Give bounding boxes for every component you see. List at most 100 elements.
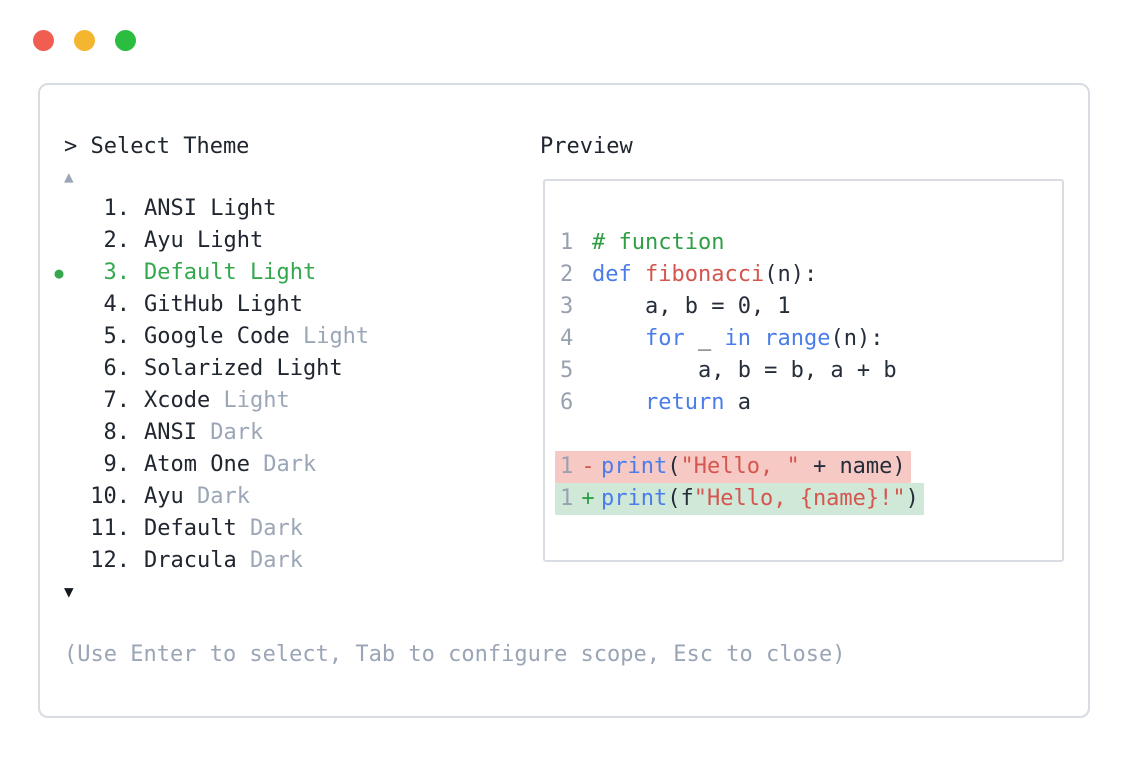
theme-item-name: ANSI Dark — [144, 420, 264, 445]
select-theme-prompt: > Select Theme — [64, 134, 250, 159]
code-line: 2 def fibonacci(n): — [560, 259, 1049, 291]
theme-item-number: 7. — [103, 388, 131, 413]
theme-item-number: 6. — [103, 356, 131, 381]
line-number: 5 — [560, 358, 574, 383]
token-pl: (f — [667, 486, 694, 511]
code-line-diff-plus: 1 +print(f"Hello, {name}!") — [555, 483, 1049, 515]
token-kw: range — [764, 326, 831, 351]
code-line-diff-minus: 1-print("Hello, " + name) — [555, 451, 1049, 483]
theme-list-item[interactable]: 12.Dracula Dark — [64, 545, 534, 577]
theme-item-name: Atom One Dark — [144, 452, 317, 477]
theme-list-item[interactable]: 5. Google Code Light — [64, 321, 534, 353]
theme-list-item[interactable]: 9. Atom One Dark — [64, 449, 534, 481]
token-kw: print — [601, 486, 668, 511]
token-pl: + name) — [799, 454, 906, 479]
code-tokens: # function — [592, 227, 724, 259]
code-tokens: def fibonacci(n): — [592, 259, 817, 291]
code-tokens: return a — [592, 387, 751, 419]
theme-item-number: 1. — [103, 196, 131, 221]
theme-item-name: GitHub Light — [144, 292, 303, 317]
theme-item-name: Default Light — [144, 260, 317, 285]
scroll-up-indicator[interactable]: ▲ — [64, 167, 74, 186]
theme-item-name-muted-suffix: Dark — [236, 516, 303, 541]
code-line — [560, 419, 1049, 451]
theme-item-number: 2. — [103, 228, 131, 253]
token-pl: (n): — [830, 326, 884, 351]
theme-item-name-muted-suffix: Dark — [236, 548, 303, 573]
help-text: (Use Enter to select, Tab to configure s… — [64, 642, 846, 667]
token-kw: return — [644, 390, 725, 415]
code-line: 4 for _ in range(n): — [560, 323, 1049, 355]
code-line: 5 a, b = b, a + b — [560, 355, 1049, 387]
diff-sign-plus: + — [581, 486, 595, 511]
theme-picker-panel: > Select Theme ▲ 1.ANSI Light 2. Ayu Light… — [38, 83, 1090, 718]
theme-list-item[interactable]: 8. ANSI Dark — [64, 417, 534, 449]
maximize-button[interactable] — [115, 30, 136, 51]
token-pl — [632, 262, 645, 287]
theme-list-item[interactable]: 2. Ayu Light — [64, 225, 534, 257]
line-number: 2 — [560, 262, 574, 287]
token-fn: fibonacci — [645, 262, 765, 287]
line-number: 1 — [560, 486, 574, 511]
line-number: 4 — [560, 326, 574, 351]
code-line: 1 # function — [560, 227, 1049, 259]
theme-list-item[interactable]: 1.ANSI Light — [64, 193, 534, 225]
theme-item-name-muted-suffix: Dark — [249, 452, 317, 477]
minimize-button[interactable] — [74, 30, 95, 51]
token-kw: print — [601, 454, 668, 479]
theme-list-item[interactable]: 6. Solarized Light — [64, 353, 534, 385]
token-cm: # function — [592, 230, 725, 255]
line-number: 1 — [560, 230, 574, 255]
theme-list-item[interactable]: 4. GitHub Light — [64, 289, 534, 321]
token-pl: ) — [905, 486, 919, 511]
code-tokens: for _ in range(n): — [592, 323, 883, 355]
code-tokens: print(f"Hello, {name}!") — [601, 483, 919, 515]
theme-item-number: 11. — [90, 516, 130, 541]
token-pl: a, b = b, a + b — [592, 358, 897, 383]
selected-indicator-dot: ● — [54, 264, 64, 282]
theme-item-number: 5. — [103, 324, 131, 349]
token-kw: def — [592, 262, 632, 287]
theme-item-name: Xcode Light — [144, 388, 290, 413]
code-tokens: a, b = b, a + b — [592, 355, 897, 387]
window-controls — [33, 30, 136, 51]
token-pl: a — [724, 390, 751, 415]
theme-item-number: 10. — [90, 484, 130, 509]
theme-item-number: 9. — [103, 452, 131, 477]
token-pl: (n): — [764, 262, 818, 287]
code-line: 6 return a — [560, 387, 1049, 419]
theme-item-name-muted-suffix: Light — [210, 388, 290, 413]
theme-item-number: 8. — [103, 420, 131, 445]
token-str: "Hello, " — [680, 454, 800, 479]
token-pl — [592, 326, 645, 351]
theme-list-item[interactable]: 7. Xcode Light — [64, 385, 534, 417]
theme-item-name: Ayu Light — [144, 228, 264, 253]
theme-item-name-muted-suffix: Dark — [183, 484, 250, 509]
theme-item-name-muted-suffix: Dark — [196, 420, 264, 445]
token-pl — [592, 390, 645, 415]
theme-list-item[interactable]: 11. Default Dark — [64, 513, 534, 545]
token-pl: ( — [667, 454, 681, 479]
code-line: 3 a, b = 0, 1 — [560, 291, 1049, 323]
scroll-down-indicator[interactable]: ▼ — [64, 582, 74, 601]
token-pl: _ — [684, 326, 725, 351]
theme-list-section: > Select Theme ▲ 1.ANSI Light 2. Ayu Light… — [54, 131, 846, 671]
theme-item-name-muted-suffix: Light — [289, 324, 370, 349]
theme-item-name: Ayu Dark — [144, 484, 250, 509]
close-button[interactable] — [33, 30, 54, 51]
preview-label: Preview — [540, 134, 633, 159]
code-tokens: a, b = 0, 1 — [592, 291, 791, 323]
theme-list-item[interactable]: ●3.Default Light — [54, 257, 534, 289]
diff-highlight-minus: 1-print("Hello, " + name) — [555, 451, 911, 483]
line-number: 6 — [560, 390, 574, 415]
theme-item-number: 4. — [103, 292, 131, 317]
line-number: 3 — [560, 294, 574, 319]
theme-item-name: Default Dark — [144, 516, 303, 541]
token-str: "Hello, {name}!" — [693, 486, 906, 511]
theme-list-item[interactable]: 10. Ayu Dark — [64, 481, 534, 513]
theme-item-number: 12. — [90, 548, 130, 573]
theme-item-name: Solarized Light — [144, 356, 343, 381]
theme-item-name: Google Code Light — [144, 324, 370, 349]
token-kw: for — [644, 326, 685, 351]
